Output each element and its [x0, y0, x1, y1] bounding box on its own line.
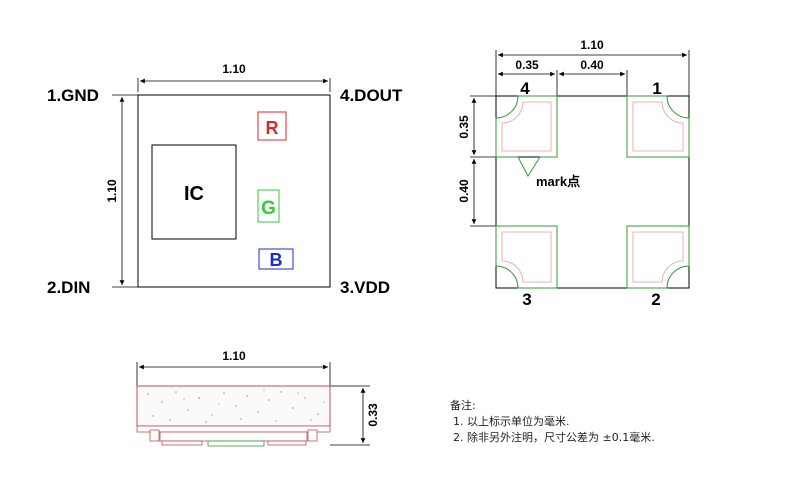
- led-b-label: B: [270, 250, 283, 270]
- bottom-dim-b-label: 0.40: [580, 58, 604, 72]
- bottom-package-outline: [495, 95, 690, 289]
- side-substrate-top: [136, 425, 331, 433]
- notes-title: 备注:: [450, 399, 476, 412]
- mark-label: mark点: [536, 174, 580, 189]
- side-pad-center: [207, 440, 265, 447]
- side-pad-edge-right: [307, 429, 318, 442]
- led-g-label: G: [261, 198, 276, 219]
- notes-block: 备注: 1. 以上标示单位为毫米. 2. 除非另外注明，尺寸公差为 ±0.1毫米…: [450, 398, 655, 446]
- side-width-dim-label: 1.10: [222, 349, 246, 363]
- bottom-dim-v1-label: 0.35: [457, 115, 471, 139]
- led-r-box: [257, 111, 287, 141]
- pad-1-number: 1: [652, 79, 661, 98]
- top-view: 1.10 1.10 IC R G B 1.GND 4.DOUT 2.DIN 3.…: [47, 62, 403, 297]
- pad-4: [495, 95, 558, 177]
- side-pad-left: [161, 440, 203, 446]
- side-pad-edge-left: [149, 429, 160, 442]
- bottom-dim-v2-label: 0.40: [457, 179, 471, 203]
- ic-label: IC: [184, 183, 204, 205]
- led-b-box: [258, 248, 294, 270]
- pad-2-number: 2: [651, 290, 660, 309]
- side-substrate-core: [159, 431, 308, 442]
- pad-4-number: 4: [520, 79, 530, 98]
- top-height-dim-label: 1.10: [105, 179, 119, 203]
- bottom-view: 1.10 0.35 0.40 0.35 0.40: [457, 38, 690, 309]
- side-epoxy-body: [136, 385, 331, 427]
- pad-3: [495, 225, 558, 289]
- pad-2: [626, 225, 690, 289]
- pad-3-number: 3: [522, 290, 531, 309]
- pin2-label: 2.DIN: [47, 278, 90, 297]
- bottom-width-dim-label: 1.10: [580, 38, 604, 52]
- bottom-dim-a-label: 0.35: [515, 58, 539, 72]
- led-g-box: [257, 189, 280, 223]
- note-item-2: 2. 除非另外注明，尺寸公差为 ±0.1毫米.: [453, 431, 655, 444]
- led-r-label: R: [266, 118, 279, 138]
- pin3-label: 3.VDD: [340, 278, 390, 297]
- side-view: 1.10 0.33: [136, 349, 380, 447]
- pin4-label: 4.DOUT: [340, 86, 403, 105]
- side-pad-right: [267, 440, 307, 446]
- top-width-dim-label: 1.10: [222, 62, 246, 76]
- pin1-label: 1.GND: [47, 86, 99, 105]
- ic-chip: [151, 144, 237, 240]
- note-item-1: 1. 以上标示单位为毫米.: [453, 415, 570, 428]
- side-height-dim-label: 0.33: [366, 403, 380, 427]
- epoxy-texture: [147, 389, 325, 423]
- pad-1: [626, 95, 690, 158]
